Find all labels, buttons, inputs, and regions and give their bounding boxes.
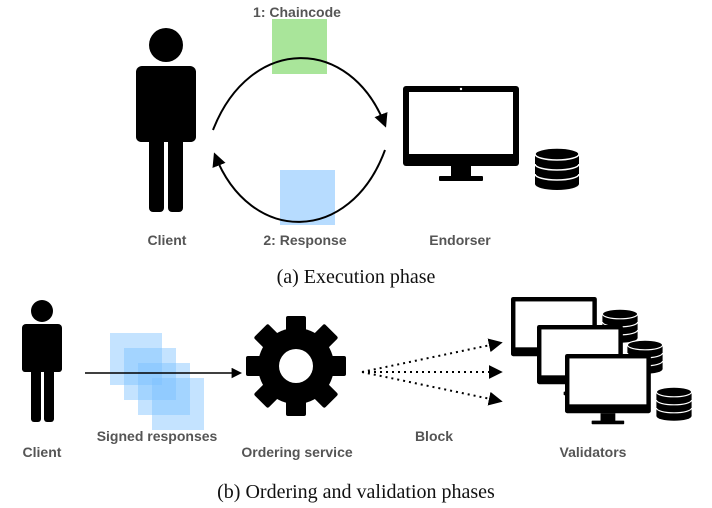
signed-responses-stack [110, 333, 204, 430]
signed-responses-label: Signed responses [97, 428, 218, 444]
endorser-monitor-icon [403, 86, 519, 181]
step2-label: 2: Response [263, 232, 346, 248]
validator-ledger-3-icon [655, 386, 693, 422]
client-small-person-icon [22, 300, 62, 422]
ordering-gear-icon [246, 316, 346, 416]
client-label-b: Client [23, 444, 62, 460]
block-label: Block [415, 428, 453, 444]
ordering-phase: Client Signed responses Ordering service… [22, 297, 693, 503]
endorser-label: Endorser [429, 232, 491, 248]
chaincode-square [272, 19, 327, 74]
response-arrow [212, 149, 386, 223]
execution-phase: 1: Chaincode Client 2: Response Endorser… [136, 4, 580, 288]
validators-group [511, 297, 693, 425]
ordering-service-label: Ordering service [241, 444, 352, 460]
step1-label: 1: Chaincode [253, 4, 341, 20]
validators-label: Validators [560, 444, 627, 460]
endorser-ledger-icon [534, 147, 580, 191]
caption-b: (b) Ordering and validation phases [217, 481, 495, 503]
validator-monitor-3-icon [565, 354, 651, 425]
caption-a: (a) Execution phase [277, 266, 436, 288]
client-label-a: Client [148, 232, 187, 248]
block-arrows [361, 338, 503, 406]
client-person-icon [136, 28, 196, 212]
request-arrow [212, 57, 388, 131]
